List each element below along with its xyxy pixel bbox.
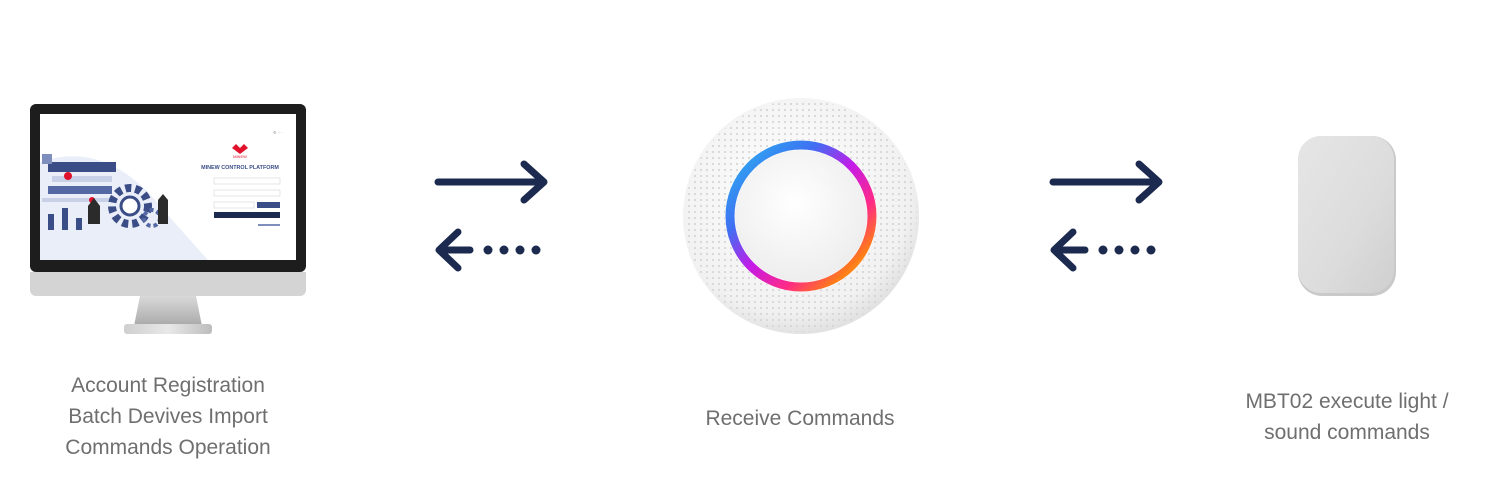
screen-brand: MINEW (233, 154, 247, 159)
control-platform-monitor: ⚙ ···· MINEW MINEW CONTROL PLATFORM (28, 102, 308, 338)
monitor-icon: ⚙ ···· MINEW MINEW CONTROL PLATFORM (30, 104, 306, 334)
caption-line: Commands Operation (65, 436, 271, 459)
caption-line: sound commands (1264, 421, 1430, 444)
arrow-right-icon (434, 160, 548, 204)
gateway-icon (683, 98, 919, 334)
beacon-device (1292, 132, 1402, 300)
screen-login-panel: ⚙ ···· MINEW MINEW CONTROL PLATFORM (201, 130, 283, 226)
caption-line: MBT02 execute light / (1245, 390, 1449, 413)
beacon-icon (1298, 136, 1396, 296)
caption-line: Account Registration (71, 374, 265, 397)
arrow-right-icon (1049, 160, 1163, 204)
arrows-gateway-beacon (1045, 158, 1170, 278)
caption-line: Receive Commands (705, 407, 895, 430)
gateway-device (680, 95, 922, 337)
caption-gateway: Receive Commands (660, 403, 940, 434)
arrow-left-dotted-icon (435, 228, 541, 272)
caption-beacon: MBT02 execute light / sound commands (1207, 386, 1486, 448)
caption-line: Batch Devives Import (68, 405, 268, 428)
arrows-platform-gateway (430, 158, 555, 278)
svg-text:⚙ ····: ⚙ ···· (273, 130, 283, 135)
caption-platform: Account Registration Batch Devives Impor… (30, 370, 306, 463)
arrow-left-dotted-icon (1050, 228, 1156, 272)
screen-title: MINEW CONTROL PLATFORM (201, 165, 279, 171)
